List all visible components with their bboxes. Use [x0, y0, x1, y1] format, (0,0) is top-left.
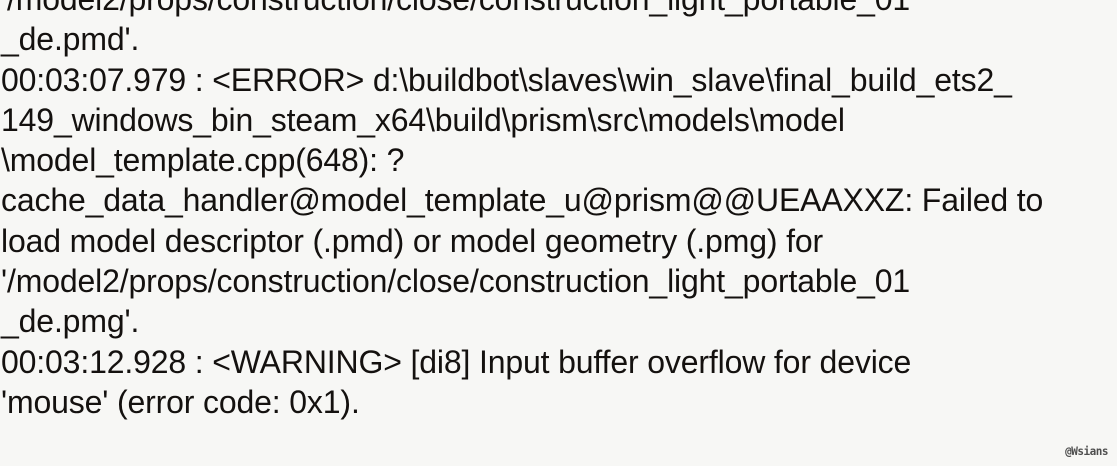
log-line: 149_windows_bin_steam_x64\build\prism\sr…	[1, 101, 845, 138]
log-line: load model descriptor (.pmd) or model ge…	[1, 222, 823, 259]
log-line: '/model2/props/construction/close/constr…	[1, 263, 911, 300]
log-line: cache_data_handler@model_template_u@pris…	[1, 182, 1044, 219]
log-line-list: '/model2/props/construction/close/constr…	[0, 0, 1117, 420]
log-line: \model_template.cpp(648): ?	[1, 142, 405, 179]
log-line: _de.pmd'.	[1, 21, 140, 58]
log-line: '/model2/props/construction/close/constr…	[0, 0, 1117, 19]
watermark: @Wsians	[1065, 444, 1108, 458]
log-line: 'mouse' (error code: 0x1).	[1, 383, 360, 420]
log-line: _de.pmg'.	[1, 303, 140, 340]
log-line: 00:03:07.979 : <ERROR> d:\buildbot\slave…	[1, 61, 1012, 98]
log-line: 00:03:12.928 : <WARNING> [di8] Input buf…	[1, 343, 912, 380]
